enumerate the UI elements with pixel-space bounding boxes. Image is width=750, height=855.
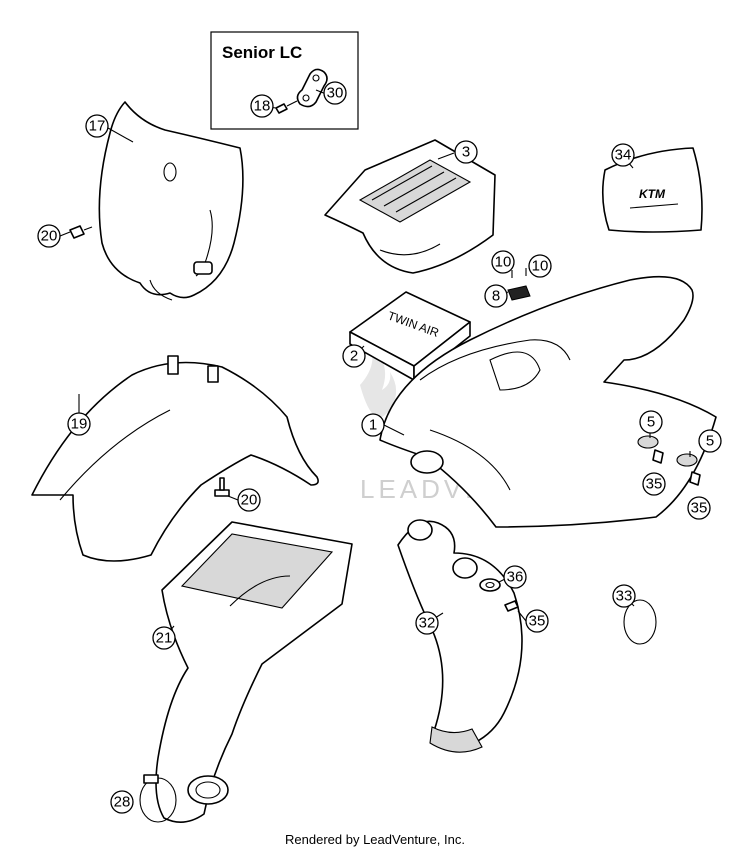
number-plate-17	[98, 101, 244, 301]
cover-3	[324, 139, 496, 274]
svg-text:35: 35	[646, 476, 663, 493]
svg-text:36: 36	[507, 569, 524, 586]
support-32	[397, 519, 523, 753]
svg-text:17: 17	[89, 118, 106, 135]
svg-text:18: 18	[254, 98, 271, 115]
sticker-34: KTM	[601, 147, 703, 233]
callout-5-left: 5	[639, 410, 663, 434]
callout-32: 32	[415, 611, 439, 635]
svg-text:3: 3	[462, 144, 470, 161]
inset-title: Senior LC	[222, 43, 302, 62]
callout-35-lower: 35	[525, 609, 549, 633]
svg-text:32: 32	[419, 615, 436, 632]
grommets-5	[637, 435, 698, 467]
callout-5-right: 5	[698, 429, 722, 453]
callout-34: 34	[611, 143, 635, 167]
callout-10-left: 10	[491, 250, 515, 274]
callout-20-lower: 20	[237, 488, 261, 512]
svg-text:20: 20	[41, 228, 58, 245]
svg-text:21: 21	[156, 630, 173, 647]
clamp-28	[139, 774, 177, 823]
svg-text:10: 10	[532, 258, 549, 275]
callout-33: 33	[612, 584, 636, 608]
callout-35-left: 35	[642, 472, 666, 496]
svg-text:5: 5	[647, 414, 655, 431]
svg-text:19: 19	[71, 416, 88, 433]
callout-17: 17	[85, 114, 109, 138]
bolts-35-right	[652, 449, 701, 486]
callout-30: 30	[323, 81, 347, 105]
bracket-8	[507, 268, 531, 301]
callout-3: 3	[454, 140, 478, 164]
senior-lc-inset: Senior LC	[210, 31, 359, 130]
bolt-20-lower	[214, 477, 230, 497]
washer-36	[479, 578, 501, 592]
callout-36: 36	[503, 565, 527, 589]
footer-credit: Rendered by LeadVenture, Inc.	[285, 832, 465, 847]
sticker-brand-text: KTM	[639, 187, 666, 201]
svg-text:35: 35	[529, 613, 546, 630]
intake-21	[155, 521, 353, 823]
svg-text:20: 20	[241, 492, 258, 509]
svg-text:28: 28	[114, 794, 131, 811]
callout-1: 1	[361, 413, 385, 437]
svg-text:33: 33	[616, 588, 633, 605]
callout-28: 28	[110, 790, 134, 814]
front-fender-19	[31, 355, 319, 562]
svg-text:10: 10	[495, 254, 512, 271]
svg-text:30: 30	[327, 85, 344, 102]
ring-33	[623, 599, 657, 645]
svg-text:2: 2	[350, 348, 358, 365]
svg-text:1: 1	[369, 417, 377, 434]
callout-21: 21	[152, 626, 176, 650]
svg-text:34: 34	[615, 147, 632, 164]
svg-text:35: 35	[691, 500, 708, 517]
rear-fender-1	[379, 275, 717, 528]
callout-35-right: 35	[687, 496, 711, 520]
bolt-20-upper	[69, 225, 93, 239]
callout-19: 19	[67, 412, 91, 436]
svg-text:8: 8	[492, 288, 500, 305]
bracket-30	[296, 68, 328, 108]
callout-18: 18	[250, 94, 274, 118]
callout-10-right: 10	[528, 254, 552, 278]
callout-2: 2	[342, 344, 366, 368]
svg-text:5: 5	[706, 433, 714, 450]
callout-8: 8	[484, 284, 508, 308]
callout-20-upper: 20	[37, 224, 61, 248]
bolt-18	[275, 100, 298, 114]
bolt-35-lower	[504, 600, 519, 612]
